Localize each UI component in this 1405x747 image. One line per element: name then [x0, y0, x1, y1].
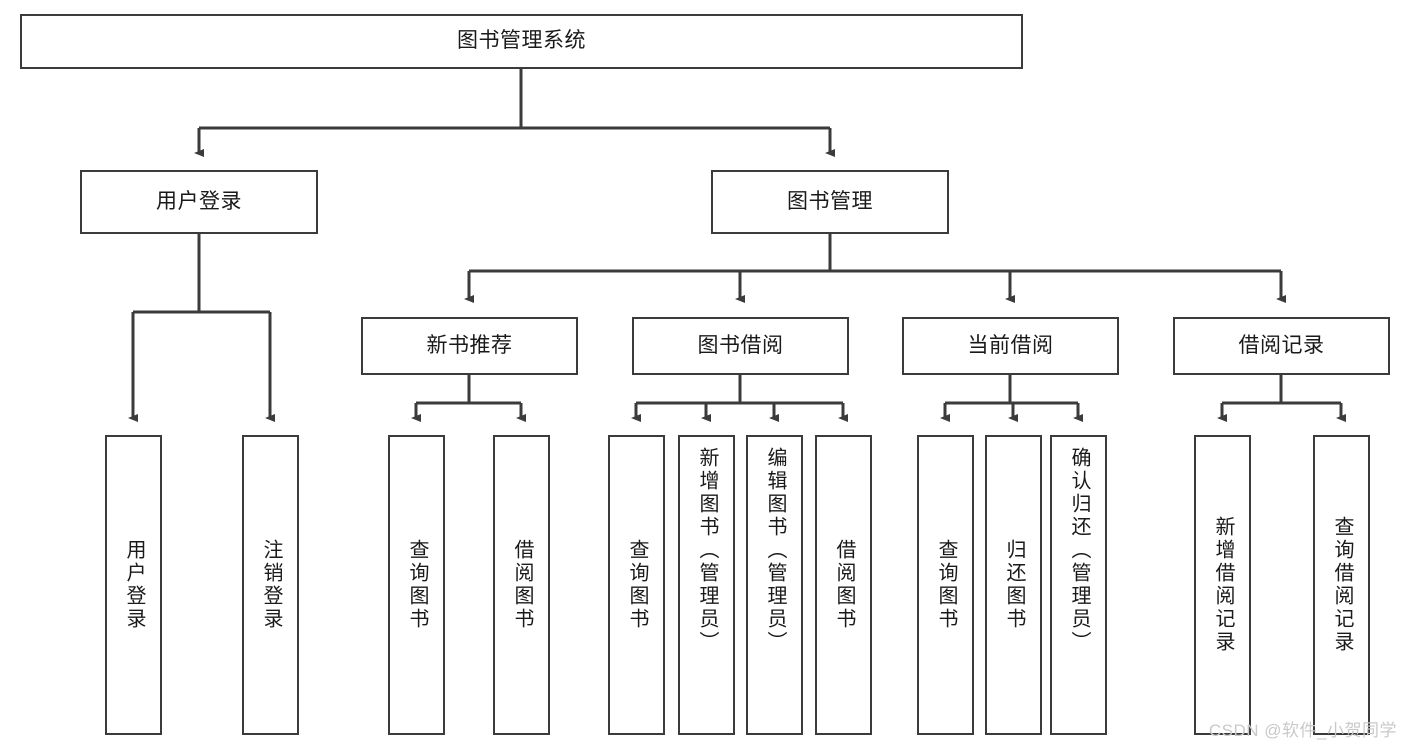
node-leaf-return-book[interactable]: 归还图书 [985, 435, 1042, 735]
node-leaf-add-book[interactable]: 新增图书（管理员） [678, 435, 735, 735]
node-leaf-add-record-label: 新增借阅记录 [1212, 516, 1234, 654]
node-root[interactable]: 图书管理系统 [20, 14, 1023, 69]
node-leaf-query-book-3[interactable]: 查询图书 [917, 435, 974, 735]
node-root-label: 图书管理系统 [457, 29, 586, 53]
node-leaf-borrow-book-2-label: 借阅图书 [833, 539, 855, 631]
node-leaf-edit-book[interactable]: 编辑图书（管理员） [746, 435, 803, 735]
node-borrow-record-label: 借阅记录 [1238, 333, 1325, 357]
node-leaf-query-book-3-label: 查询图书 [935, 539, 957, 631]
node-borrow-record[interactable]: 借阅记录 [1173, 317, 1390, 375]
node-new-book-rec-label: 新书推荐 [426, 333, 513, 357]
node-leaf-confirm-return-label: 确认归还（管理员） [1068, 447, 1090, 654]
node-leaf-add-record[interactable]: 新增借阅记录 [1194, 435, 1251, 735]
node-leaf-logout-label: 注销登录 [260, 539, 282, 631]
node-leaf-user-login[interactable]: 用户登录 [105, 435, 162, 735]
node-leaf-confirm-return[interactable]: 确认归还（管理员） [1050, 435, 1107, 735]
node-book-manage-label: 图书管理 [787, 189, 873, 213]
node-new-book-rec[interactable]: 新书推荐 [361, 317, 578, 375]
node-leaf-query-book-2-label: 查询图书 [626, 539, 648, 631]
node-leaf-query-book-2[interactable]: 查询图书 [608, 435, 665, 735]
node-leaf-query-book-1[interactable]: 查询图书 [388, 435, 445, 735]
node-book-manage[interactable]: 图书管理 [711, 170, 949, 234]
node-book-borrow[interactable]: 图书借阅 [632, 317, 849, 375]
node-leaf-query-book-1-label: 查询图书 [406, 539, 428, 631]
node-current-borrow-label: 当前借阅 [967, 333, 1054, 357]
node-leaf-user-login-label: 用户登录 [123, 539, 145, 631]
node-leaf-borrow-book-1-label: 借阅图书 [511, 539, 533, 631]
node-leaf-query-record-label: 查询借阅记录 [1331, 516, 1353, 654]
node-user-login-label: 用户登录 [156, 189, 242, 213]
node-leaf-borrow-book-1[interactable]: 借阅图书 [493, 435, 550, 735]
node-leaf-return-book-label: 归还图书 [1003, 539, 1025, 631]
node-book-borrow-label: 图书借阅 [697, 333, 784, 357]
node-current-borrow[interactable]: 当前借阅 [902, 317, 1119, 375]
watermark: CSDN @软件_小贺同学 [1208, 721, 1397, 740]
node-leaf-logout[interactable]: 注销登录 [242, 435, 299, 735]
node-leaf-borrow-book-2[interactable]: 借阅图书 [815, 435, 872, 735]
node-leaf-edit-book-label: 编辑图书（管理员） [764, 447, 786, 654]
node-user-login[interactable]: 用户登录 [80, 170, 318, 234]
node-leaf-add-book-label: 新增图书（管理员） [696, 447, 718, 654]
node-leaf-query-record[interactable]: 查询借阅记录 [1313, 435, 1370, 735]
